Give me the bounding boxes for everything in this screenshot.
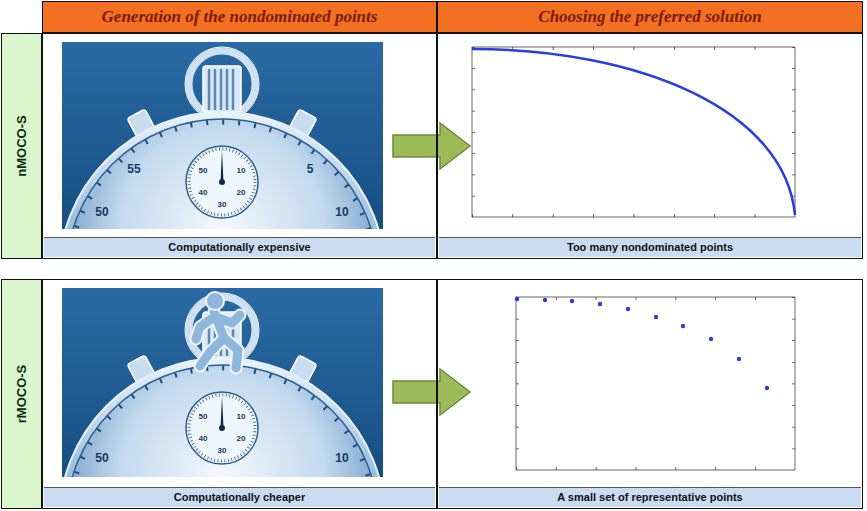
dial-number: 10: [237, 413, 246, 421]
dial-number: 30: [218, 447, 227, 455]
plot-point: [543, 298, 547, 302]
stopwatch-picture: [62, 42, 383, 229]
header-text: Generation of the nondominated points: [102, 7, 378, 27]
plot-point: [598, 302, 602, 306]
dial-number: 30: [218, 201, 227, 209]
row-label: nMOCO-S: [14, 115, 30, 176]
stopwatch: [62, 293, 383, 477]
plot-point: [515, 297, 519, 301]
stopwatch: [62, 47, 383, 229]
dial-number: 50: [199, 413, 208, 421]
panel-caption: Too many nondominated points: [439, 237, 861, 257]
plot-point: [654, 315, 658, 319]
front-plot: [472, 47, 795, 217]
row-label: rMOCO-S: [14, 365, 30, 424]
panel-cell: A small set of representative points: [437, 279, 863, 509]
block-arrow: [393, 123, 470, 169]
axis-ticks: [516, 297, 795, 300]
dial-number: 20: [237, 435, 246, 443]
axis-ticks: [792, 297, 795, 470]
plot-point: [765, 386, 769, 390]
plot-point: [570, 299, 574, 303]
dial-number: 50: [199, 167, 208, 175]
panel-caption: Computationally expensive: [44, 237, 435, 257]
plot-point: [681, 324, 685, 328]
panel-cell: Computationally expensive: [42, 33, 437, 259]
dial-number: 10: [335, 206, 348, 218]
axis-ticks: [792, 47, 795, 217]
representative-plot: [515, 297, 795, 470]
dial-number: 10: [335, 452, 348, 464]
dial-number: 50: [95, 452, 108, 464]
plot-point: [737, 357, 741, 361]
dial-number: 55: [127, 163, 140, 175]
representative-points: [515, 297, 769, 390]
runner-body: [196, 312, 240, 368]
plot-point: [626, 307, 630, 311]
row-band: nMOCO-S: [1, 33, 42, 259]
header-text: Choosing the preferred solution: [538, 7, 761, 27]
pareto-front-curve: [472, 49, 795, 215]
runner-head: [206, 292, 224, 310]
plot-point: [709, 337, 713, 341]
dial-number: 10: [237, 167, 246, 175]
axis-ticks: [516, 297, 519, 470]
column-header: Choosing the preferred solution: [437, 1, 863, 33]
dial-number: 5: [307, 163, 314, 175]
axis-ticks: [516, 467, 795, 470]
plot-frame: [516, 297, 795, 470]
stopwatch-picture: [62, 288, 383, 477]
panel-caption: A small set of representative points: [439, 487, 861, 507]
row-band: rMOCO-S: [1, 279, 42, 509]
axis-ticks: [472, 47, 475, 217]
runner-outline: [196, 312, 240, 368]
runner-figure: [196, 292, 240, 368]
panel-cell: Too many nondominated points: [437, 33, 863, 259]
plot-frame: [472, 47, 795, 217]
dial-number: 20: [237, 189, 246, 197]
block-arrow: [393, 369, 470, 415]
dial-number: 50: [95, 206, 108, 218]
dial-number: 40: [199, 435, 208, 443]
dial-number: 40: [199, 189, 208, 197]
column-header: Generation of the nondominated points: [42, 1, 437, 33]
axis-ticks: [472, 214, 795, 217]
panel-cell: Computationally cheaper: [42, 279, 437, 509]
panel-caption: Computationally cheaper: [44, 487, 435, 507]
